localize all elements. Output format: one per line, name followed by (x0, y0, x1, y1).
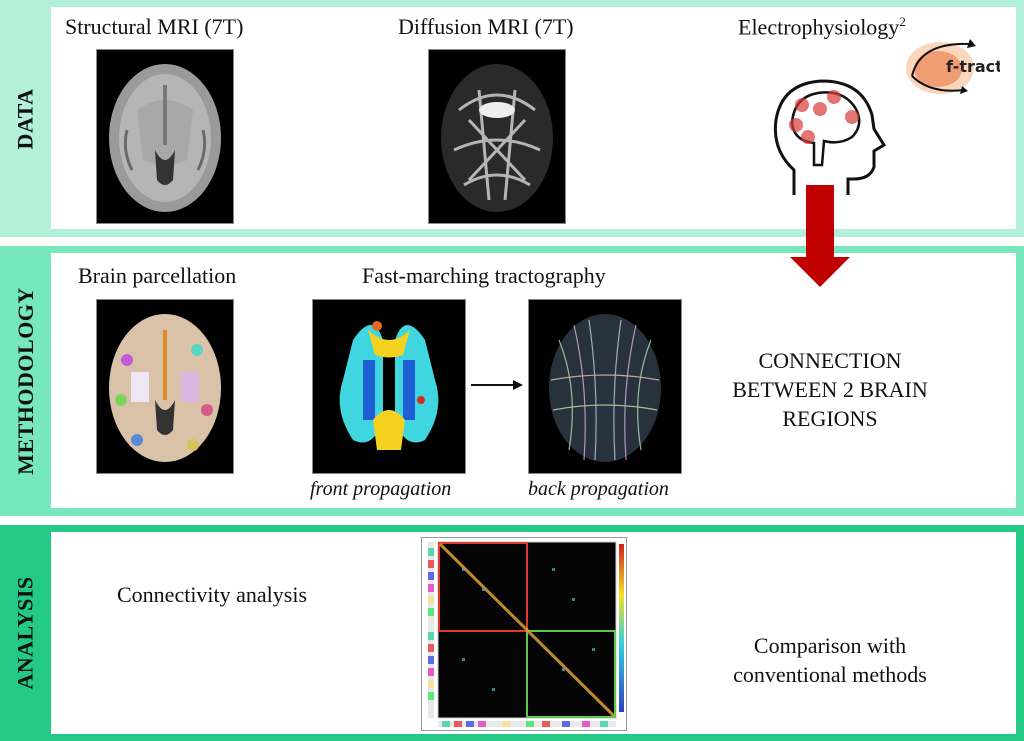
propagation-arrow-icon (471, 380, 523, 390)
f-tract-logo: f-tract (906, 39, 1000, 94)
matrix-left-color-strip (428, 548, 434, 700)
front-propagation-caption: front propagation (310, 478, 452, 500)
methodology-section: METHODOLOGY Brain parcellation Fast-marc… (0, 246, 1024, 516)
back-propagation-icon (549, 314, 661, 462)
diffusion-mri-title: Diffusion MRI (7T) (398, 14, 574, 39)
comparison-text: Comparison with conventional methods (733, 633, 927, 687)
front-propagation-image (312, 299, 466, 474)
connectivity-matrix-graphic (428, 541, 624, 727)
diffusion-mri-image (428, 49, 566, 224)
matrix-bottom-color-strip (438, 721, 616, 727)
f-tract-logo-text: f-tract (946, 57, 1000, 76)
back-propagation-image (528, 299, 682, 474)
analysis-section: ANALYSIS Connectivity analysis (0, 525, 1024, 741)
fast-marching-title: Fast-marching tractography (362, 263, 606, 288)
brain-parcellation-title: Brain parcellation (78, 263, 237, 288)
parcellation-icon (109, 314, 221, 462)
brain-parcellation-image (96, 299, 234, 474)
brain-diffusion-icon (441, 64, 553, 212)
data-section-label: DATA (12, 87, 38, 150)
connection-result-text: CONNECTION BETWEEN 2 BRAIN REGIONS (732, 348, 928, 431)
head-with-electrodes-icon (773, 79, 887, 195)
data-to-methodology-arrow-icon (790, 185, 850, 287)
matrix-colorbar (619, 544, 624, 712)
methodology-section-label: METHODOLOGY (12, 287, 38, 475)
connectivity-matrix (421, 537, 627, 731)
connectivity-analysis-text: Connectivity analysis (117, 582, 308, 607)
electrophysiology-title: Electrophysiology2 (738, 14, 906, 40)
analysis-section-label: ANALYSIS (12, 576, 38, 690)
brain-t1-icon (109, 64, 221, 212)
back-propagation-caption: back propagation (528, 478, 669, 500)
structural-mri-title: Structural MRI (7T) (65, 14, 244, 39)
front-propagation-icon (339, 321, 439, 450)
data-section: DATA Structural MRI (7T) Diffusion MRI (… (0, 0, 1024, 237)
structural-mri-image (96, 49, 234, 224)
